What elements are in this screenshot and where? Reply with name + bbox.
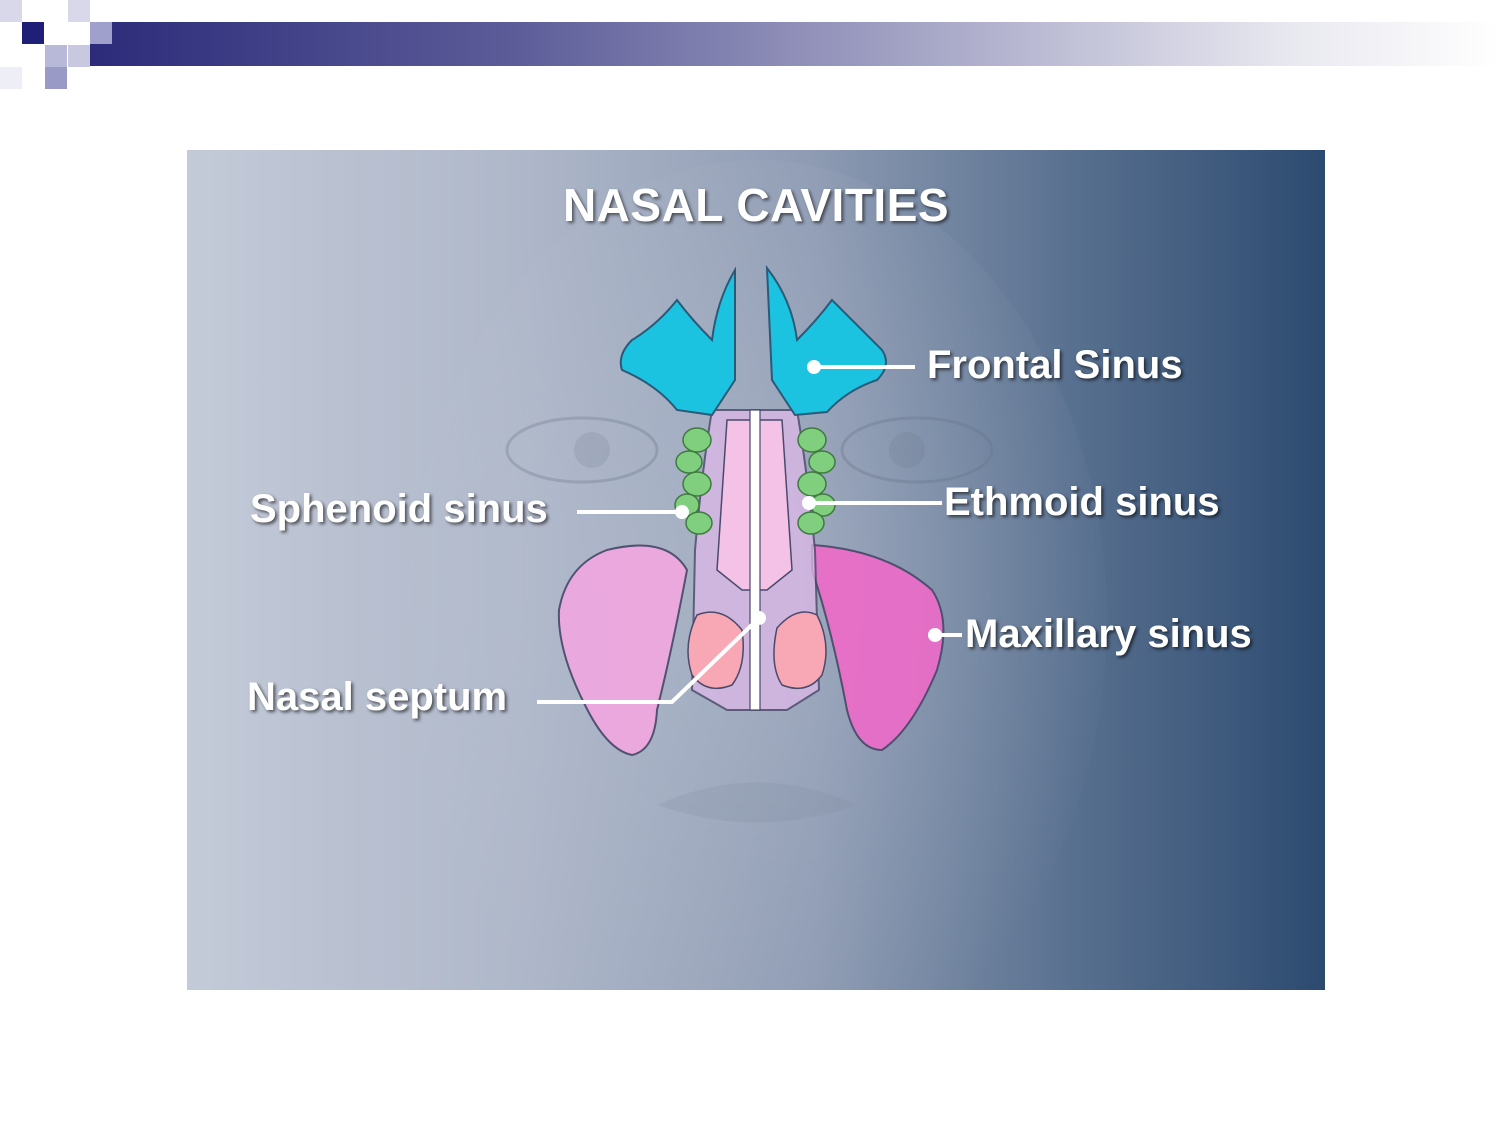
ethmoid-sinus-right bbox=[797, 427, 836, 535]
label-ethmoid-sinus: Ethmoid sinus bbox=[944, 480, 1220, 524]
diagram-title: NASAL CAVITIES bbox=[562, 179, 950, 231]
turbinate-left bbox=[687, 611, 744, 690]
maxillary-sinus-right bbox=[811, 543, 945, 752]
deco-square bbox=[0, 0, 22, 22]
label-frontal-sinus: Frontal Sinus bbox=[927, 343, 1183, 387]
label-sphenoid-sinus: Sphenoid sinus bbox=[250, 487, 548, 531]
deco-square bbox=[68, 45, 90, 67]
header-gradient-bar bbox=[90, 22, 1500, 66]
ethmoid-sinus-left bbox=[674, 427, 713, 535]
slide-header-decoration bbox=[0, 0, 1500, 100]
frontal-sinus-right bbox=[765, 264, 887, 417]
label-maxillary-sinus: Maxillary sinus bbox=[965, 612, 1252, 656]
deco-square bbox=[45, 45, 67, 67]
deco-square bbox=[45, 67, 67, 89]
diagram-illustration bbox=[407, 160, 1107, 990]
deco-square bbox=[90, 22, 112, 44]
leader-dots bbox=[675, 360, 942, 642]
leader-lines bbox=[537, 365, 962, 704]
label-nasal-septum: Nasal septum bbox=[247, 675, 508, 719]
turbinate-right bbox=[773, 611, 827, 690]
deco-square bbox=[68, 0, 90, 22]
frontal-sinus-left bbox=[619, 266, 736, 417]
nasal-cavities-diagram: NASAL CAVITIES Frontal Sinus Sphenoid si… bbox=[187, 150, 1325, 990]
nasal-septum-leader bbox=[537, 616, 761, 704]
nasal-septum bbox=[749, 409, 761, 711]
deco-square bbox=[0, 67, 22, 89]
deco-square bbox=[22, 22, 44, 44]
